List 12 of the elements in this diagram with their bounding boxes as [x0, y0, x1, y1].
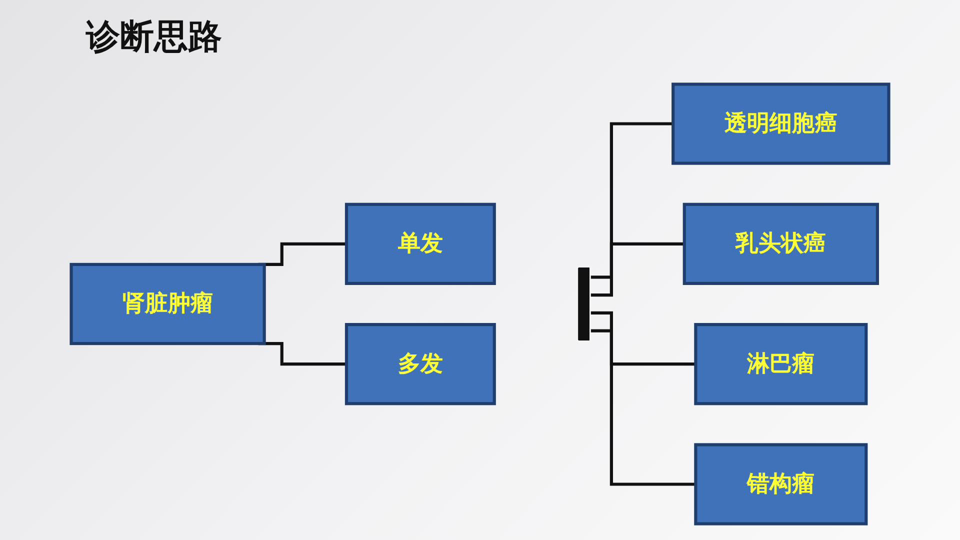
connector [590, 311, 696, 366]
node-box: 多发 [344, 323, 496, 406]
title: 诊断思路 [86, 16, 222, 59]
node-box: 淋巴瘤 [694, 323, 868, 406]
connector [590, 242, 684, 297]
node-box: 单发 [344, 202, 496, 285]
node-box: 肾脏肿瘤 [70, 262, 266, 346]
connector [590, 122, 674, 279]
node-box: 错构瘤 [694, 443, 868, 526]
connector [590, 329, 696, 486]
node-box: 乳头状癌 [682, 202, 879, 285]
node-box: 透明细胞癌 [672, 82, 890, 165]
